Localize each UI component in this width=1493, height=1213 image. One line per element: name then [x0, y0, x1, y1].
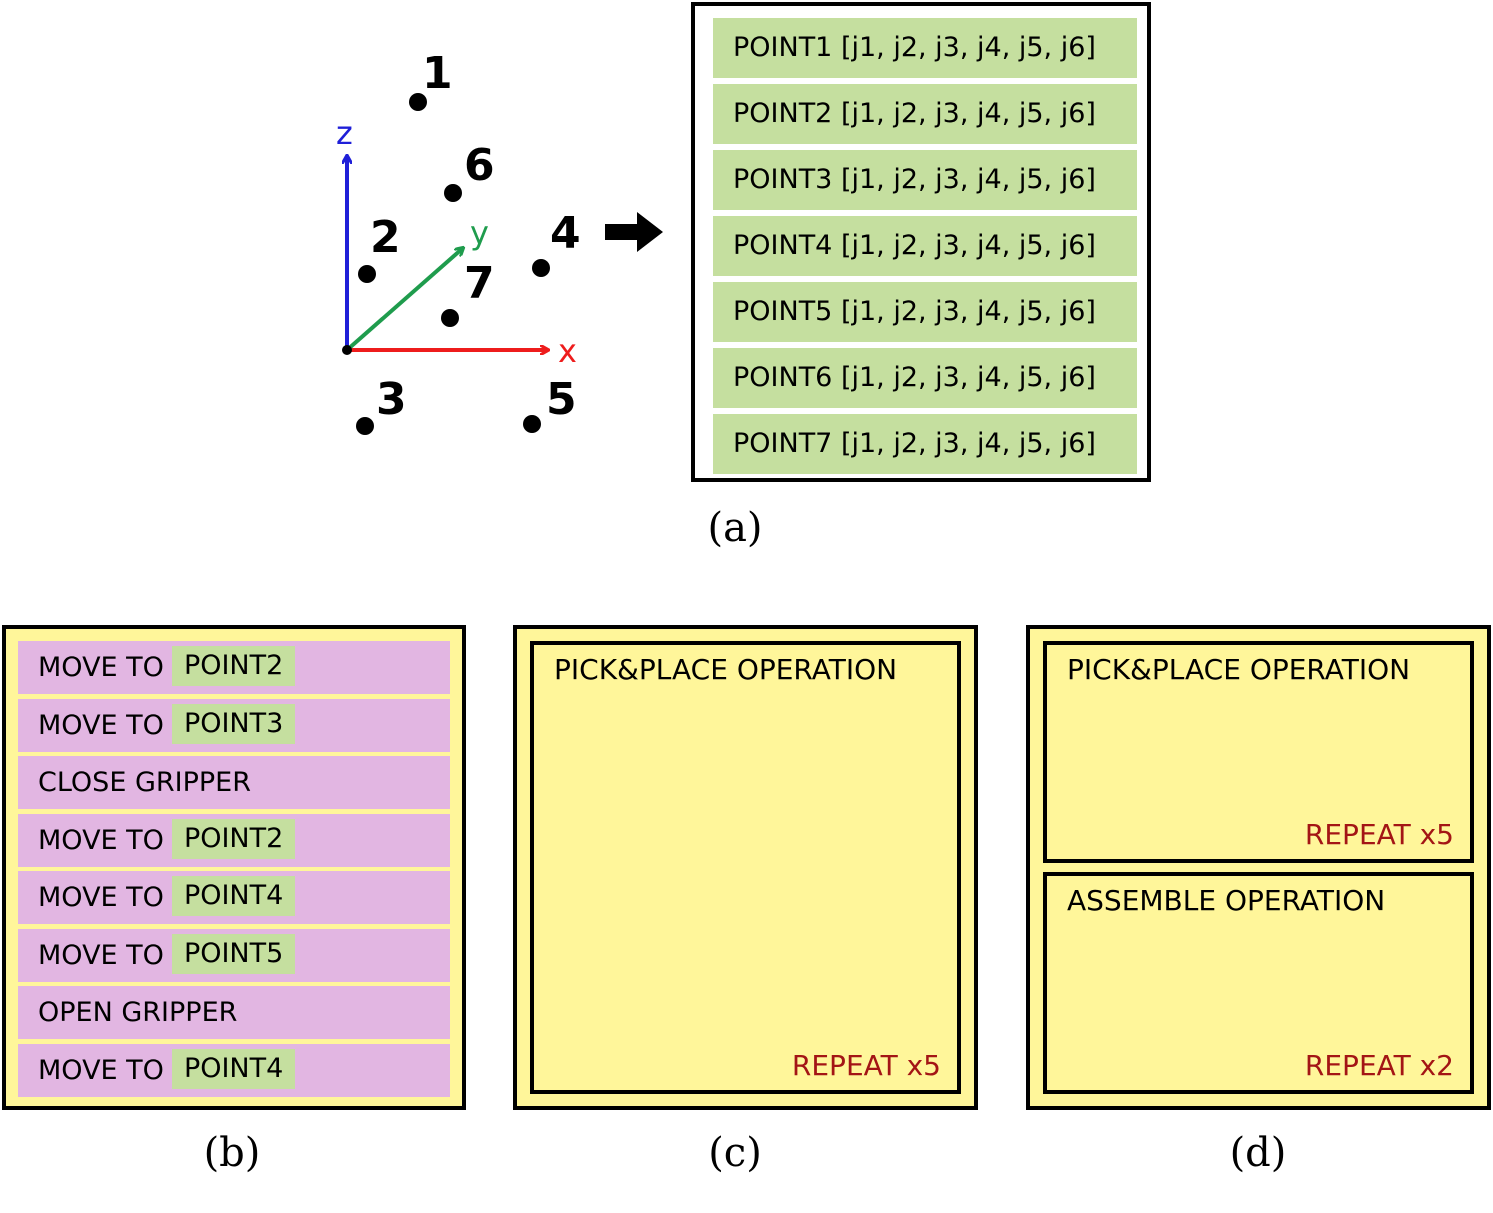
command-row: OPEN GRIPPER: [18, 986, 450, 1039]
command-action: MOVE TO: [38, 710, 164, 741]
command-action: MOVE TO: [38, 652, 164, 683]
point-scatter-3d: x z y 1 2 3 4 5 6 7: [336, 48, 581, 435]
point-dot-6: [444, 184, 462, 202]
point-dot-4: [532, 259, 550, 277]
command-action: MOVE TO: [38, 825, 164, 856]
operation-container-d: PICK&PLACE OPERATION REPEAT x5 ASSEMBLE …: [1026, 625, 1491, 1110]
origin-dot: [342, 345, 352, 355]
operation-repeat: REPEAT x2: [1304, 1049, 1454, 1082]
point-list: POINT1 [j1, j2, j3, j4, j5, j6] POINT2 […: [691, 2, 1151, 482]
point-row-1: POINT1 [j1, j2, j3, j4, j5, j6]: [713, 18, 1137, 78]
x-axis-label: x: [558, 332, 577, 370]
command-action: MOVE TO: [38, 882, 164, 913]
command-point: POINT3: [171, 703, 296, 744]
command-point: POINT4: [171, 1048, 296, 1089]
point-label-7: 7: [464, 258, 495, 309]
point-label-3: 3: [376, 374, 407, 425]
point-label-1: 1: [422, 48, 453, 99]
point-row-6: POINT6 [j1, j2, j3, j4, j5, j6]: [713, 348, 1137, 408]
point-row-7: POINT7 [j1, j2, j3, j4, j5, j6]: [713, 414, 1137, 474]
point-row-5: POINT5 [j1, j2, j3, j4, j5, j6]: [713, 282, 1137, 342]
operation-title: PICK&PLACE OPERATION: [554, 653, 898, 686]
point-dot-2: [358, 265, 376, 283]
command-point: POINT4: [171, 875, 296, 916]
y-axis: [345, 248, 463, 352]
point-dot-7: [441, 309, 459, 327]
point-dot-1: [409, 93, 427, 111]
operation-container-c: PICK&PLACE OPERATION REPEAT x5: [513, 625, 978, 1110]
pick-place-block: PICK&PLACE OPERATION REPEAT x5: [1043, 641, 1474, 863]
point-row-2: POINT2 [j1, j2, j3, j4, j5, j6]: [713, 84, 1137, 144]
command-action: MOVE TO: [38, 1055, 164, 1086]
point-row-4: POINT4 [j1, j2, j3, j4, j5, j6]: [713, 216, 1137, 276]
caption-d: (d): [1229, 1130, 1287, 1176]
operation-repeat: REPEAT x5: [791, 1049, 941, 1082]
command-point: POINT2: [171, 818, 296, 859]
operation-repeat: REPEAT x5: [1304, 818, 1454, 851]
command-row: CLOSE GRIPPER: [18, 756, 450, 809]
point-row-3: POINT3 [j1, j2, j3, j4, j5, j6]: [713, 150, 1137, 210]
command-action: OPEN GRIPPER: [38, 997, 238, 1028]
point-label-6: 6: [464, 140, 495, 191]
command-action: MOVE TO: [38, 940, 164, 971]
point-label-2: 2: [370, 212, 401, 263]
point-dot-3: [356, 417, 374, 435]
pick-place-block: PICK&PLACE OPERATION REPEAT x5: [530, 641, 961, 1094]
command-action: CLOSE GRIPPER: [38, 767, 251, 798]
arrow-right-icon: [605, 212, 663, 252]
point-label-5: 5: [546, 374, 577, 425]
caption-a: (a): [707, 505, 763, 551]
operation-title: PICK&PLACE OPERATION: [1067, 653, 1411, 686]
command-point: POINT2: [171, 645, 296, 686]
point-label-4: 4: [550, 208, 581, 259]
z-axis-label: z: [336, 114, 353, 152]
point-dot-5: [523, 415, 541, 433]
operation-title: ASSEMBLE OPERATION: [1067, 884, 1386, 917]
y-axis-label: y: [470, 214, 489, 252]
caption-c: (c): [708, 1130, 762, 1176]
caption-b: (b): [203, 1130, 261, 1176]
assemble-block: ASSEMBLE OPERATION REPEAT x2: [1043, 872, 1474, 1094]
command-point: POINT5: [171, 933, 296, 974]
